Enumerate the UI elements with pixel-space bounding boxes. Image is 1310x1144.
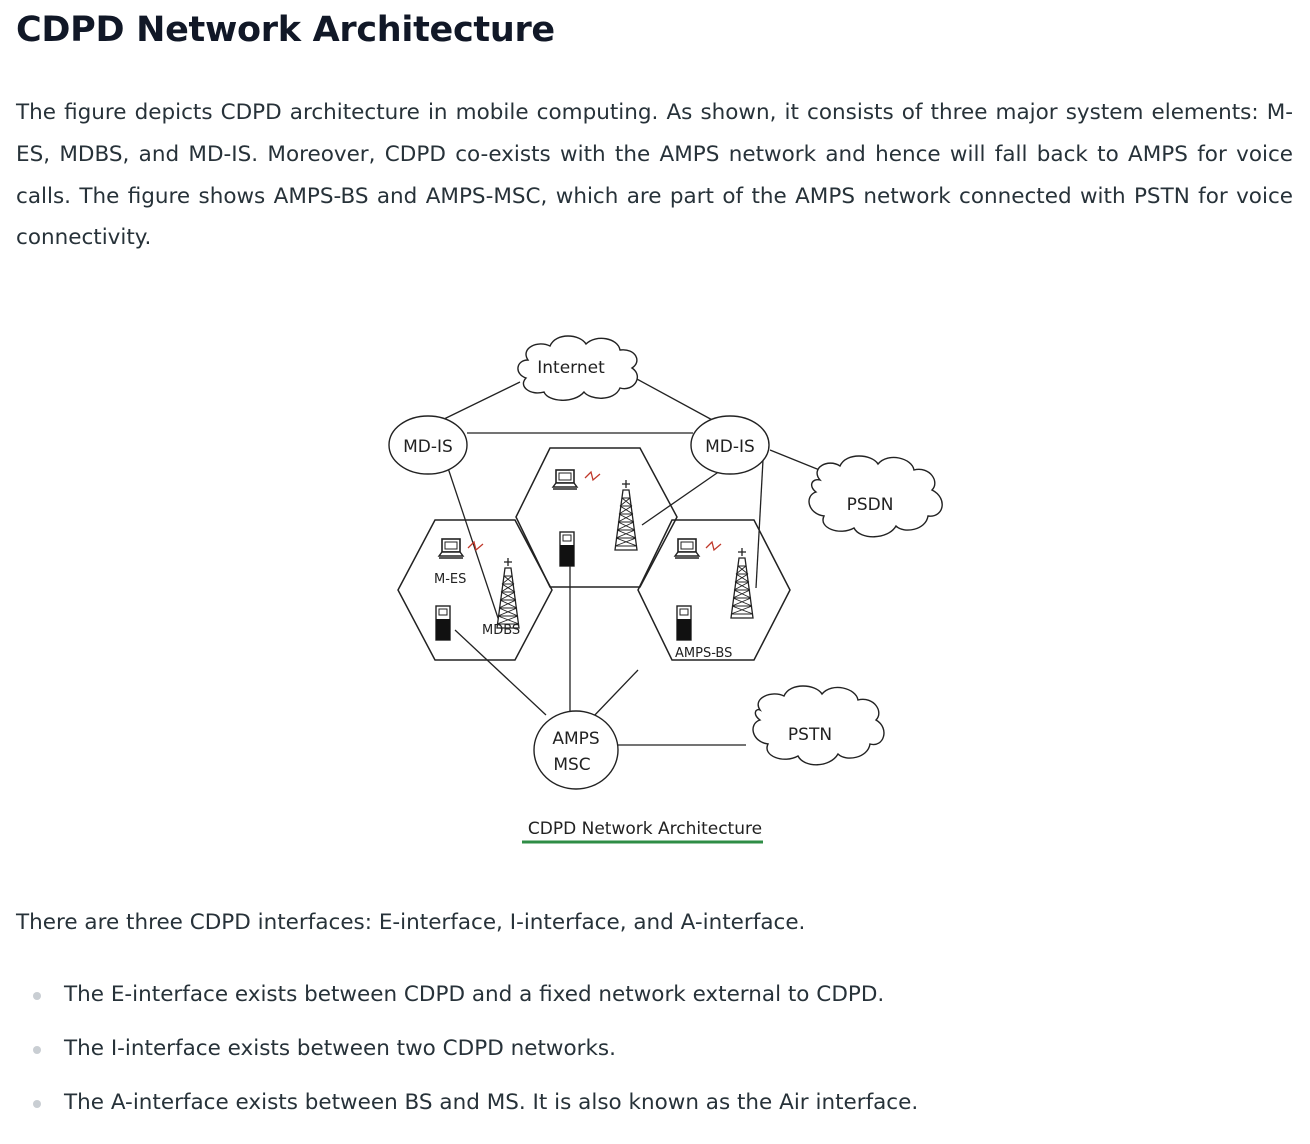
page-title: CDPD Network Architecture	[16, 10, 555, 50]
phone-icon	[435, 605, 451, 641]
cdpd-architecture-figure: Internet MD-IS MD-IS PSDN PSTN AMPS MSC	[380, 330, 960, 850]
figure-caption: CDPD Network Architecture	[528, 819, 762, 839]
list-item-text: The E-interface exists between CDPD and …	[64, 982, 885, 1007]
list-item: The I-interface exists between two CDPD …	[0, 1028, 1300, 1082]
signal-icon	[584, 471, 601, 481]
list-item: The E-interface exists between CDPD and …	[0, 974, 1300, 1028]
laptop-icon	[674, 538, 700, 559]
internet-cloud: Internet	[517, 335, 638, 401]
signal-icon	[467, 541, 484, 551]
pstn-cloud: PSTN	[752, 685, 885, 766]
mdis-right-label: MD-IS	[705, 437, 755, 457]
tower-icon	[614, 479, 638, 551]
phone-icon	[559, 531, 575, 567]
amps-bs-label: AMPS-BS	[675, 646, 732, 661]
phone-icon	[676, 605, 692, 641]
mdis-left-label: MD-IS	[403, 437, 453, 457]
laptop-icon	[552, 469, 578, 490]
bullet-dot	[33, 1100, 41, 1108]
signal-icon	[705, 541, 722, 551]
mdbs-label: MDBS	[482, 623, 520, 638]
amps-msc-label-line1: AMPS	[552, 729, 599, 749]
bullet-dot	[33, 992, 41, 1000]
tower-icon	[496, 557, 520, 629]
cell-right	[637, 519, 791, 661]
tower-icon	[730, 547, 754, 619]
mdis-left-node: MD-IS	[388, 415, 468, 475]
cell-left	[397, 519, 553, 661]
interfaces-summary: There are three CDPD interfaces: E-inter…	[16, 910, 806, 935]
list-item-text: The I-interface exists between two CDPD …	[64, 1036, 616, 1061]
amps-msc-label-line2: MSC	[553, 755, 590, 775]
psdn-label: PSDN	[847, 495, 894, 515]
intro-paragraph: The figure depicts CDPD architecture in …	[16, 100, 1293, 251]
cell-center	[515, 447, 678, 588]
laptop-icon	[438, 538, 464, 559]
psdn-cloud: PSDN	[808, 455, 943, 538]
interfaces-list: The E-interface exists between CDPD and …	[0, 974, 1300, 1136]
pstn-label: PSTN	[788, 725, 832, 745]
list-item-text: The A-interface exists between BS and MS…	[64, 1090, 919, 1115]
list-item: The A-interface exists between BS and MS…	[0, 1082, 1300, 1136]
amps-msc-node: AMPS MSC	[533, 710, 619, 790]
mes-label: M-ES	[434, 572, 466, 587]
mdis-right-node: MD-IS	[690, 415, 770, 475]
network-diagram: Internet MD-IS MD-IS PSDN PSTN AMPS MSC	[388, 335, 943, 844]
cell-hexagons	[397, 447, 791, 661]
connection-lines	[441, 377, 823, 746]
bullet-dot	[33, 1046, 41, 1054]
internet-label: Internet	[537, 358, 605, 378]
